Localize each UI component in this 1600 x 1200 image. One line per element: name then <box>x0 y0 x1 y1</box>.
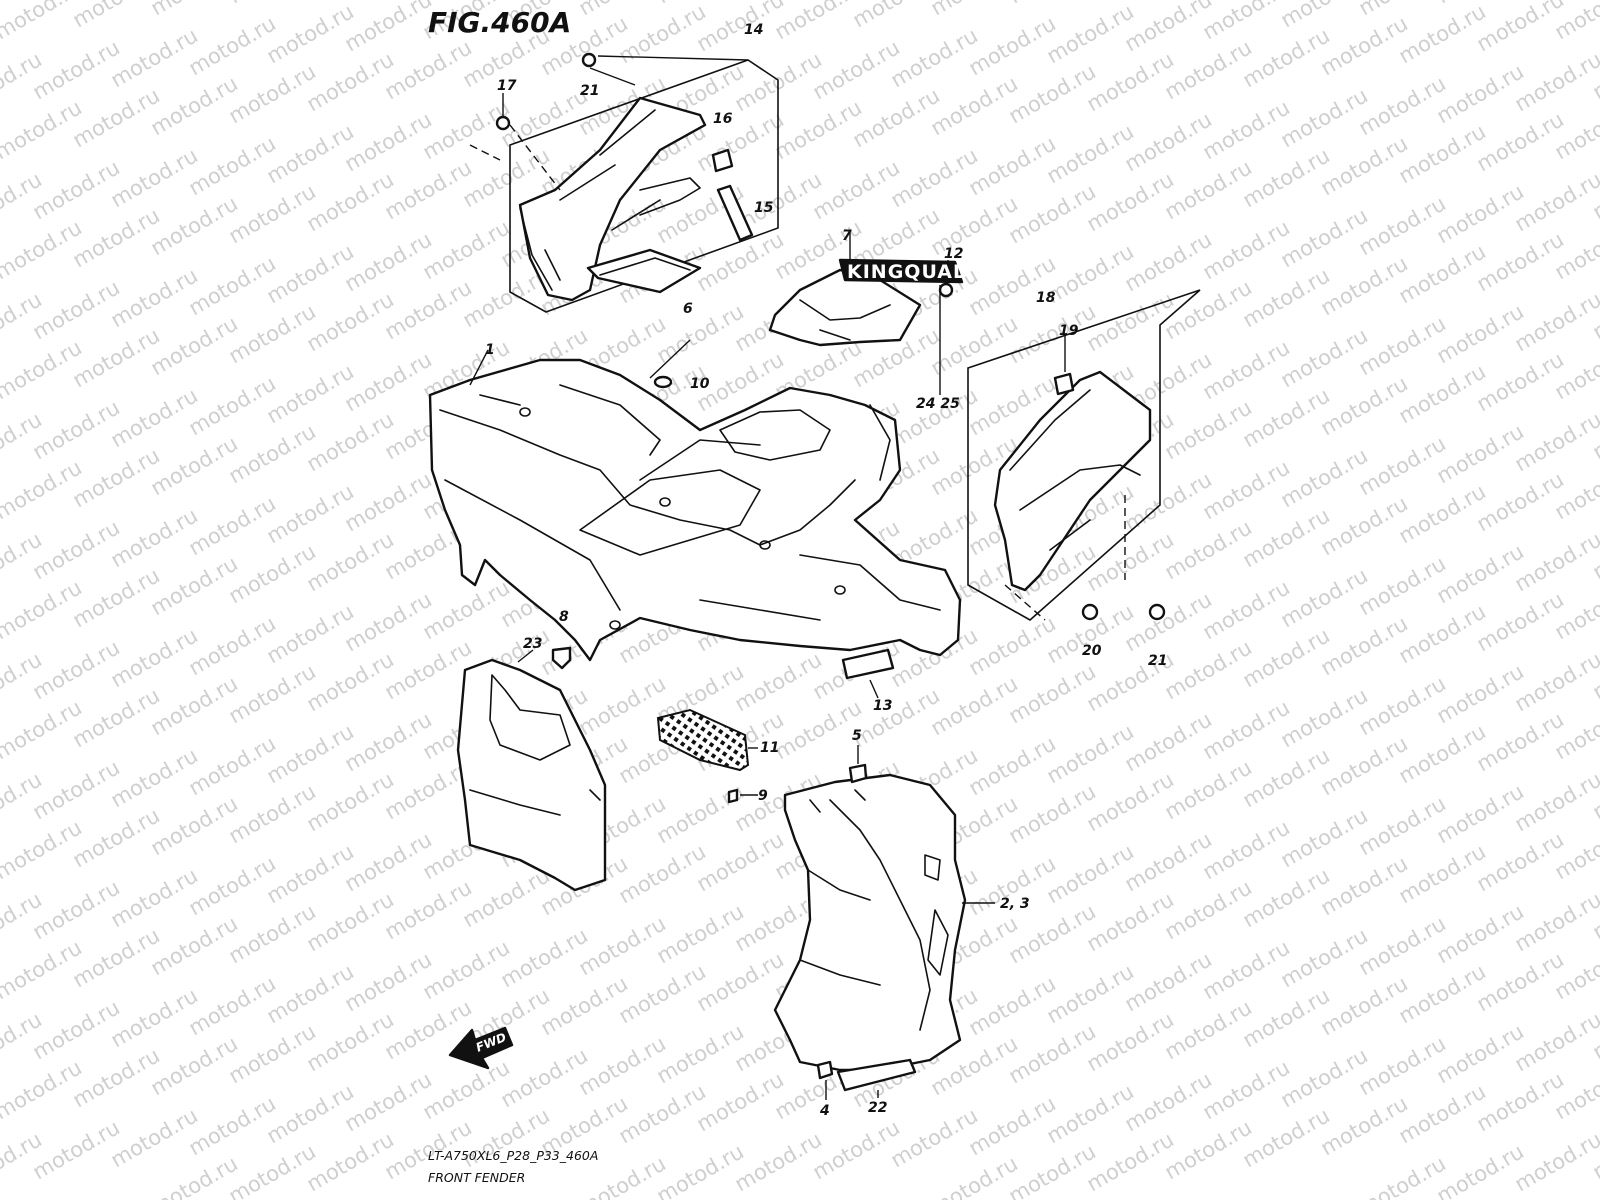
fwd-arrow-icon <box>448 1026 514 1070</box>
clip-8[interactable] <box>551 646 572 670</box>
screw-9[interactable] <box>727 788 739 804</box>
screw-21-right[interactable] <box>1148 603 1166 621</box>
cushion-16[interactable] <box>711 148 734 173</box>
callout-2-3: 2, 3 <box>1000 896 1030 912</box>
watermark-text: motod.ru <box>927 0 1022 20</box>
watermark-text: motod.ru <box>0 0 86 44</box>
callout-21-top: 21 <box>580 83 599 99</box>
callout-21-right: 21 <box>1148 653 1167 669</box>
callout-12: 12 <box>944 246 963 262</box>
model-code: LT-A750XL6_P28_P33_460A <box>428 1148 598 1163</box>
cover-6[interactable] <box>586 248 702 294</box>
clip-5[interactable] <box>848 763 868 784</box>
screw-21-top[interactable] <box>581 52 597 68</box>
box-18-group <box>967 289 1201 621</box>
callout-22: 22 <box>868 1100 887 1116</box>
figure-title: FIG.460A <box>428 6 571 39</box>
grille-11[interactable] <box>656 708 750 772</box>
watermark-text: motod.ru <box>225 0 320 8</box>
callout-20: 20 <box>1082 643 1102 659</box>
callout-11: 11 <box>760 740 779 756</box>
nut-10[interactable] <box>653 375 673 389</box>
callout-24-25: 24 25 <box>916 396 960 412</box>
kingquad-emblem: KINGQUAD <box>838 258 970 395</box>
side-cover-left[interactable] <box>518 96 707 302</box>
callout-10: 10 <box>690 376 710 392</box>
callout-15: 15 <box>754 200 774 216</box>
strip-22[interactable] <box>836 1058 917 1092</box>
callout-19: 19 <box>1059 323 1079 339</box>
group-frame-18 <box>967 289 1201 621</box>
cushion-19[interactable] <box>1053 372 1075 396</box>
panel-23[interactable] <box>456 658 607 892</box>
callout-18: 18 <box>1036 290 1056 306</box>
side-cover-right[interactable] <box>993 370 1152 592</box>
callout-6: 6 <box>683 301 693 317</box>
strip-13[interactable] <box>841 648 895 680</box>
callout-7: 7 <box>842 228 852 244</box>
watermark-text: motod.ru <box>1005 0 1100 8</box>
nut-20[interactable] <box>1081 603 1099 621</box>
inner-guard-2-3[interactable] <box>773 773 967 1072</box>
clip-17[interactable] <box>495 115 511 131</box>
callout-5: 5 <box>852 728 862 744</box>
callout-13: 13 <box>873 698 892 714</box>
watermark-text: motod.ru <box>147 0 242 20</box>
callout-8: 8 <box>559 609 569 625</box>
callout-4: 4 <box>819 1103 830 1119</box>
screw-4[interactable] <box>816 1060 834 1080</box>
strip-15[interactable] <box>716 184 754 242</box>
section-name: FRONT FENDER <box>428 1170 525 1185</box>
cover-7[interactable] <box>768 268 922 347</box>
callout-1: 1 <box>485 342 495 358</box>
screw-12[interactable] <box>938 282 954 298</box>
callout-16: 16 <box>713 111 733 127</box>
callout-9: 9 <box>758 788 768 804</box>
callout-23: 23 <box>523 636 542 652</box>
front-fender-1 <box>428 339 962 662</box>
emblem-text: KINGQUAD <box>847 261 970 283</box>
emblem-24-25[interactable] <box>838 258 964 284</box>
callout-14: 14 <box>744 22 763 38</box>
callout-17: 17 <box>497 78 517 94</box>
